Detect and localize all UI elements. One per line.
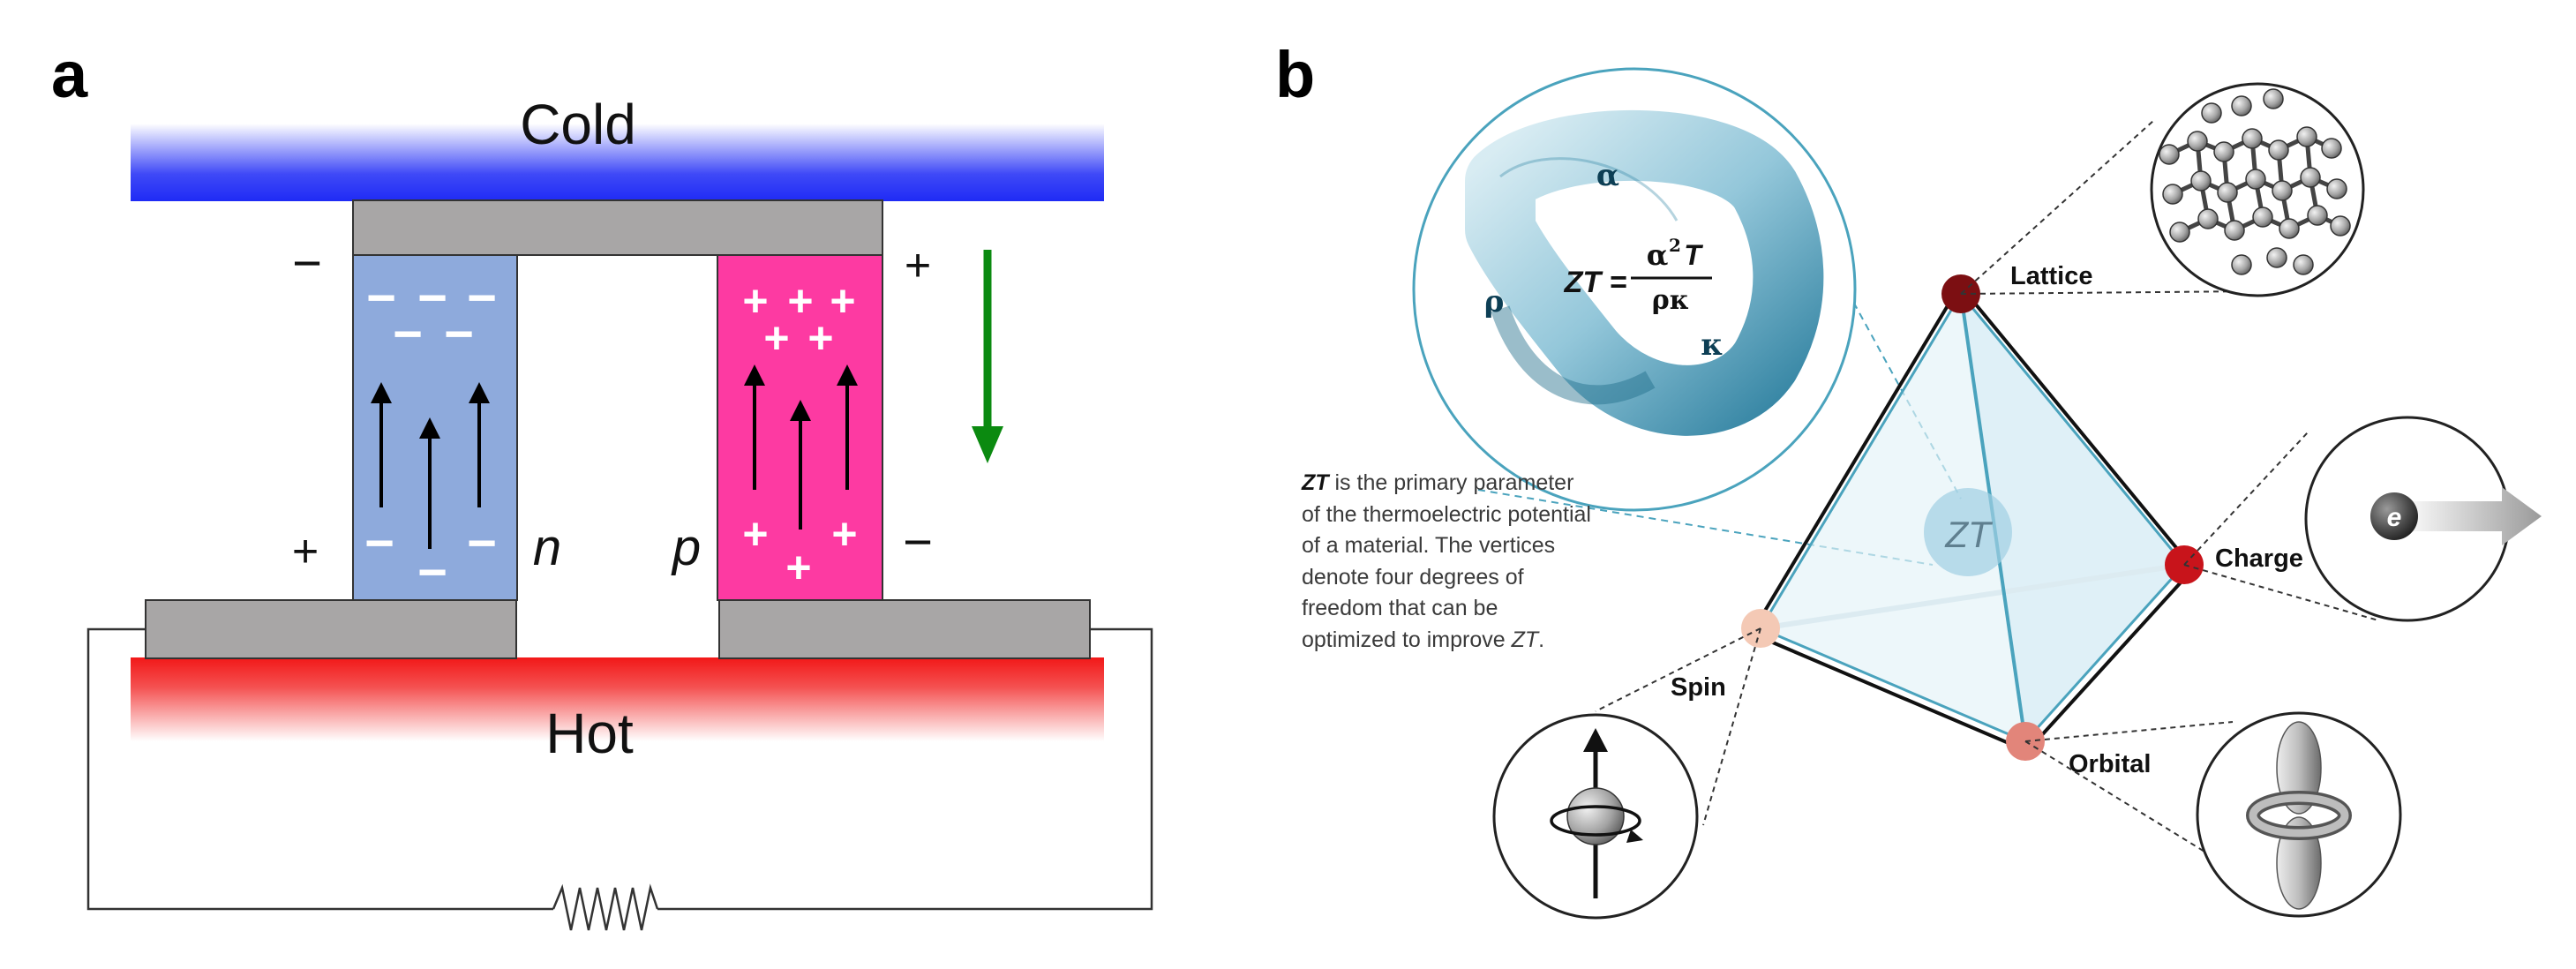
zt-center-bubble: [1924, 488, 2012, 576]
formula-lhs: ZT =: [1564, 266, 1627, 299]
n-type-label: n: [533, 519, 561, 576]
svg-text:+: +: [785, 543, 811, 592]
svg-text:−: −: [364, 515, 394, 572]
zt-formula-ring: α ρ κ ZT = α 2 T ρκ: [1412, 67, 1857, 512]
svg-text:+: +: [807, 313, 833, 363]
electron-label: e: [2387, 503, 2402, 532]
panel-a-label: a: [51, 38, 88, 111]
formula-numerator-base: α: [1647, 238, 1669, 272]
svg-text:+: +: [787, 276, 813, 326]
spin-precession-orbit: [1550, 805, 1641, 837]
resistor-load: [552, 883, 659, 931]
n-bottom-terminal-sign: +: [292, 526, 319, 577]
zt-note-tail: ZT: [1511, 627, 1539, 652]
zt-note-end: .: [1538, 627, 1545, 652]
bottom-connector-p: [718, 599, 1091, 659]
lattice-label: Lattice: [2010, 262, 2092, 290]
n-top-terminal-sign: −: [292, 235, 322, 292]
svg-text:+: +: [763, 313, 789, 363]
orbital-inset: [2196, 711, 2402, 918]
svg-text:+: +: [830, 276, 855, 326]
svg-text:−: −: [467, 269, 497, 327]
svg-text:+: +: [742, 509, 768, 559]
panel-a: a Cold Hot − − − − − − − −: [51, 38, 1153, 931]
cold-reservoir: [131, 124, 1104, 201]
hot-label: Hot: [545, 702, 634, 765]
panel-b-label: b: [1275, 38, 1315, 111]
circuit-wire: [86, 627, 1153, 911]
svg-text:−: −: [366, 269, 396, 327]
spin-inset: [1492, 713, 1699, 920]
spin-sphere: [1566, 787, 1625, 845]
formula-numerator-var: T: [1684, 239, 1703, 271]
p-leg-holes: + + + + + + + +: [742, 276, 857, 592]
formula-numerator-exponent: 2: [1669, 235, 1681, 256]
electron-sphere: [2370, 492, 2418, 540]
p-top-terminal-sign: +: [905, 240, 931, 291]
svg-text:−: −: [393, 305, 423, 363]
p-bottom-terminal-sign: −: [903, 514, 933, 571]
svg-text:−: −: [417, 544, 447, 601]
kappa-symbol: κ: [1701, 327, 1723, 363]
heat-flow-arrow: [972, 250, 1003, 463]
svg-text:−: −: [417, 269, 447, 327]
lattice-inset: [2150, 82, 2365, 297]
zt-description-text: ZT is the primary parameter of the therm…: [1302, 468, 1593, 656]
svg-text:−: −: [444, 305, 474, 363]
hot-reservoir: [131, 657, 1104, 741]
n-leg-electrons: − − − − − − − −: [364, 269, 497, 601]
svg-text:+: +: [831, 509, 857, 559]
rho-symbol: ρ: [1484, 284, 1505, 319]
orbital-label: Orbital: [2069, 750, 2151, 778]
zt-note-body: is the primary parameter of the thermoel…: [1302, 470, 1591, 652]
svg-text:−: −: [467, 515, 497, 572]
svg-text:+: +: [742, 276, 768, 326]
n-leg-carrier-arrows: [371, 382, 490, 549]
bottom-connector-n: [145, 599, 517, 659]
zt-note-lead: ZT: [1302, 470, 1329, 495]
alpha-symbol: α: [1596, 158, 1619, 193]
p-leg-carrier-arrows: [744, 364, 858, 530]
formula-denominator: ρκ: [1652, 285, 1689, 316]
charge-label: Charge: [2215, 545, 2303, 573]
charge-inset: e: [2304, 416, 2542, 622]
panel-b: b ZT Lattice: [1275, 38, 2542, 920]
electron-motion-arrow: [2400, 487, 2542, 545]
p-type-label: p: [671, 519, 701, 576]
top-connector: [352, 199, 883, 256]
zt-center-label: ZT: [1944, 514, 1994, 555]
spin-label: Spin: [1671, 673, 1726, 702]
cold-label: Cold: [520, 93, 636, 156]
